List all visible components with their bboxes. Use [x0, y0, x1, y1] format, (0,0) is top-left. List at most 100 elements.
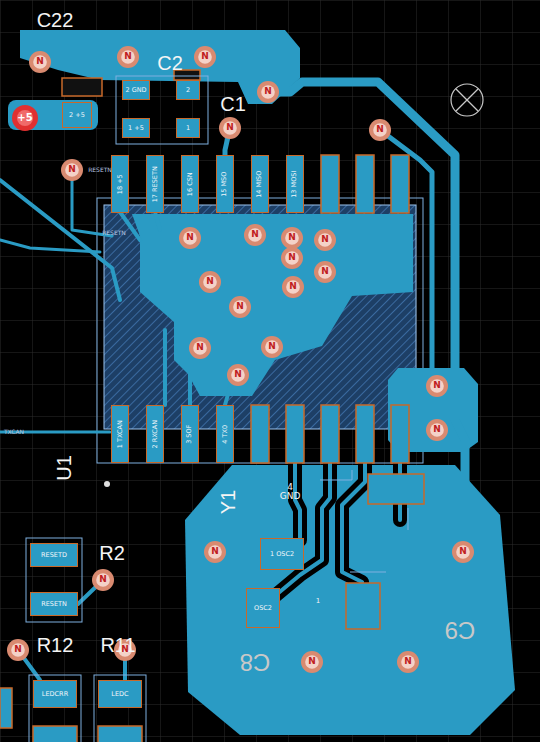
via-hole — [17, 110, 33, 126]
via — [314, 229, 336, 251]
via-hole — [193, 341, 207, 355]
via — [12, 105, 38, 131]
via-hole — [286, 280, 300, 294]
net-label: N — [308, 657, 316, 666]
pin-pad: 2 GND — [122, 80, 150, 100]
via — [117, 46, 139, 68]
pin-pad: 16 CSN — [181, 155, 199, 213]
via — [204, 541, 226, 563]
via-hole — [285, 251, 299, 265]
via-hole — [261, 85, 275, 99]
pin-pad: OSC2 — [246, 588, 280, 628]
pin-name: 1 — [186, 125, 190, 132]
via-hole — [223, 121, 237, 135]
pin-name: 1 TXCAN — [117, 420, 124, 448]
via — [452, 541, 474, 563]
net-label: N — [124, 52, 132, 61]
via-hole — [430, 379, 444, 393]
via — [369, 119, 391, 141]
pin-pad: 2 RXCAN — [146, 405, 164, 463]
silk-text: +5 — [17, 113, 32, 124]
net-label: N — [186, 233, 194, 242]
pin-pad: 1 — [176, 118, 200, 138]
via — [229, 296, 251, 318]
fiducial — [451, 84, 483, 116]
pin-pad: 18 +5 — [111, 155, 129, 213]
pin-name: 15 MSO — [222, 171, 229, 196]
via — [426, 375, 448, 397]
via-hole — [401, 655, 415, 669]
via-hole — [11, 643, 25, 657]
via — [257, 81, 279, 103]
net-label: N — [433, 425, 441, 434]
via-hole — [430, 423, 444, 437]
via-hole — [373, 123, 387, 137]
net-label: N — [321, 235, 329, 244]
designator: C8 — [240, 649, 271, 674]
net-label: N — [264, 87, 272, 96]
net-label: N — [211, 547, 219, 556]
net-label: N — [196, 343, 204, 352]
pin-name: 1 OSC2 — [270, 551, 294, 558]
net-label: N — [288, 233, 296, 242]
plain-pads — [0, 155, 424, 742]
via — [179, 227, 201, 249]
designator: Y1 — [218, 490, 239, 514]
via — [219, 117, 241, 139]
designator: R12 — [37, 635, 74, 656]
net-label: N — [121, 645, 129, 654]
net-label: N — [99, 575, 107, 584]
pin-name: 2 RXCAN — [152, 420, 159, 449]
via — [199, 271, 221, 293]
pin-pad: 14 MISO — [251, 155, 269, 213]
pin-name: 2 — [186, 87, 190, 94]
pin-name: LEDCRR — [42, 691, 68, 698]
via-hole — [248, 228, 262, 242]
via-hole — [96, 573, 110, 587]
u1-outline — [97, 198, 423, 463]
pin-name: 1 +5 — [128, 125, 144, 132]
net-label: N — [404, 657, 412, 666]
pin-pad: RESETN — [30, 592, 78, 616]
net-label: N — [14, 645, 22, 654]
pin-name: RESETD — [41, 552, 67, 559]
u1-outline-inner — [104, 205, 416, 429]
pin-pad: 4 TX0 — [216, 405, 234, 463]
designator: C1 — [220, 94, 246, 115]
designator: R2 — [99, 543, 125, 564]
designator: C22 — [37, 10, 74, 31]
designator: C9 — [445, 617, 476, 642]
via — [301, 651, 323, 673]
via — [29, 51, 51, 73]
pin-name: 18 +5 — [117, 174, 124, 194]
via-hole — [318, 233, 332, 247]
via — [261, 336, 283, 358]
pin-name: 2 GND — [125, 87, 146, 94]
pin-name: 4 TX0 — [222, 425, 229, 444]
via-hole — [65, 163, 79, 177]
net-label: N — [268, 342, 276, 351]
pin-pad: 2 — [176, 80, 200, 100]
silk-text: TXCAN — [4, 429, 24, 435]
via — [282, 276, 304, 298]
designator: R11 — [100, 635, 135, 656]
via-hole — [33, 55, 47, 69]
pin-name: OSC2 — [254, 605, 272, 612]
via — [314, 261, 336, 283]
pin-name: RESETN — [41, 601, 67, 608]
net-label: N — [68, 165, 76, 174]
pin-pad: 13 MOSI — [286, 155, 304, 213]
designator: C2 — [157, 53, 183, 74]
net-label: N — [206, 277, 214, 286]
via-hole — [265, 340, 279, 354]
net-label: N — [376, 125, 384, 134]
net-label: N — [433, 381, 441, 390]
copper — [8, 30, 515, 735]
via-hole — [231, 368, 245, 382]
silk-text: RESETN — [88, 167, 112, 173]
net-label: N — [201, 52, 209, 61]
via — [194, 46, 216, 68]
net-label: N — [251, 230, 259, 239]
